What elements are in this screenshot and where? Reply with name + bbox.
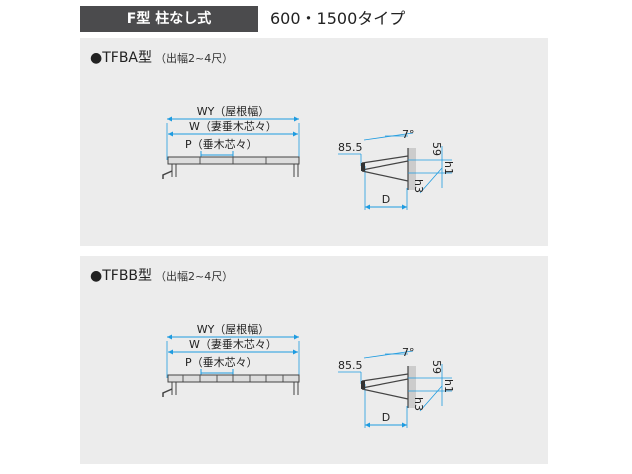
model-note: （出幅2~4尺） bbox=[155, 52, 234, 65]
w-label: W（妻垂木芯々） bbox=[189, 337, 277, 351]
h1-label: h1 bbox=[442, 161, 455, 175]
height-label: 59 bbox=[430, 142, 443, 156]
d-label: D bbox=[382, 411, 390, 424]
front-view: WY（屋根幅） W（妻垂木芯々） P（垂木芯々） bbox=[162, 322, 300, 397]
wy-label: WY（屋根幅） bbox=[197, 322, 270, 336]
front-view: WY（屋根幅） W（妻垂木芯々） P（垂木芯々） bbox=[162, 104, 300, 179]
w-label: W（妻垂木芯々） bbox=[189, 119, 277, 133]
model-name: ●TFBA型 bbox=[90, 50, 153, 66]
offset-label: 85.5 bbox=[338, 359, 363, 372]
h3-label: h3 bbox=[412, 397, 425, 411]
section-header: F型 柱なし式 bbox=[80, 6, 258, 32]
angle-label: 7° bbox=[402, 346, 415, 359]
p-label: P（垂木芯々） bbox=[185, 137, 258, 151]
model-name: ●TFBB型 bbox=[90, 268, 153, 284]
offset-label: 85.5 bbox=[338, 141, 363, 154]
awning-diagram: WY（屋根幅） W（妻垂木芯々） P（垂木芯々） 7° 85.5 59 h1 h… bbox=[162, 104, 455, 210]
wy-label: WY（屋根幅） bbox=[197, 104, 270, 118]
type-subtitle: 600・1500タイプ bbox=[270, 9, 406, 28]
angle-label: 7° bbox=[402, 128, 415, 141]
awning-diagram: WY（屋根幅） W（妻垂木芯々） P（垂木芯々） 7° 85.5 59 h1 h… bbox=[162, 322, 455, 428]
height-label: 59 bbox=[430, 360, 443, 374]
side-view: 7° 85.5 59 h1 h3 D bbox=[338, 128, 455, 210]
h1-label: h1 bbox=[442, 379, 455, 393]
d-label: D bbox=[382, 193, 390, 206]
panel-title: ●TFBA型（出幅2~4尺） bbox=[90, 47, 233, 67]
model-note: （出幅2~4尺） bbox=[155, 270, 234, 283]
p-label: P（垂木芯々） bbox=[185, 355, 258, 369]
diagram-panel-0: ●TFBA型（出幅2~4尺） WY（屋根幅） W（妻垂木芯々） P（垂木芯々） … bbox=[80, 38, 548, 246]
diagram-panel-1: ●TFBB型（出幅2~4尺） WY（屋根幅） W（妻垂木芯々） P（垂木芯々） … bbox=[80, 256, 548, 464]
panel-title: ●TFBB型（出幅2~4尺） bbox=[90, 265, 233, 285]
h3-label: h3 bbox=[412, 179, 425, 193]
side-view: 7° 85.5 59 h1 h3 D bbox=[338, 346, 455, 428]
